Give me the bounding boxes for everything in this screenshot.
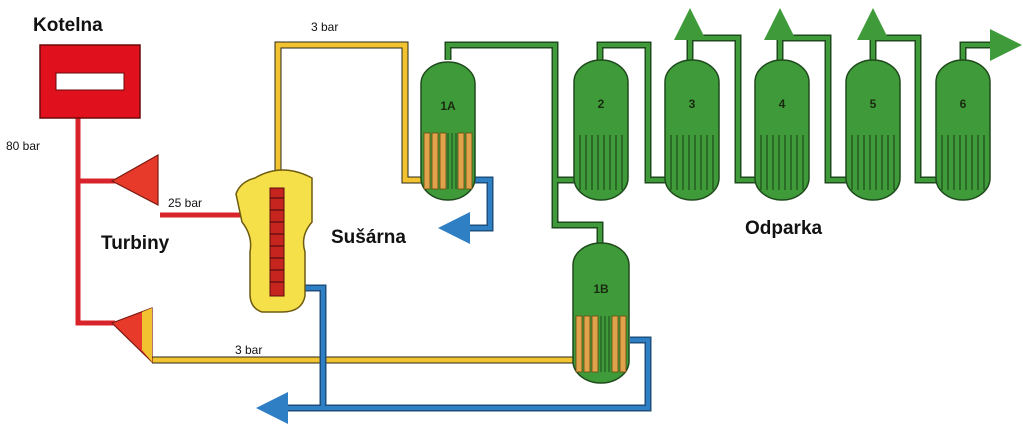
tank-4: [754, 59, 810, 201]
tank-label-5: 5: [870, 97, 877, 111]
tank-label-1a: 1A: [440, 99, 456, 113]
vapor-pipes: [444, 20, 1010, 245]
tank-1a: [420, 61, 476, 201]
tank-label-2: 2: [598, 97, 605, 111]
tank-3: [664, 59, 720, 201]
pressure-80bar-label: 80 bar: [6, 139, 40, 153]
turbine-upper: [110, 153, 159, 206]
tank-label-6: 6: [960, 97, 967, 111]
tank-1b: [572, 242, 630, 384]
boiler-label: Kotelna: [33, 15, 103, 36]
tank-6: [935, 59, 991, 201]
pressure-3bar-bottom-label: 3 bar: [235, 343, 262, 357]
evaporator-label: Odparka: [745, 218, 823, 239]
boiler: [39, 44, 141, 119]
tank-label-3: 3: [689, 97, 696, 111]
tank-2: [573, 59, 629, 201]
turbine-lower: [110, 307, 153, 364]
dryer: [235, 169, 313, 313]
pressure-3bar-top-label: 3 bar: [311, 20, 338, 34]
steam-3bar-top-pipe: [274, 41, 422, 184]
pressure-25bar-label: 25 bar: [168, 196, 202, 210]
tank-label-4: 4: [779, 97, 786, 111]
turbines-label: Turbiny: [101, 233, 170, 254]
tank-label-1b: 1B: [593, 282, 609, 296]
dryer-label: Sušárna: [331, 227, 406, 248]
tank-5: [845, 59, 901, 201]
